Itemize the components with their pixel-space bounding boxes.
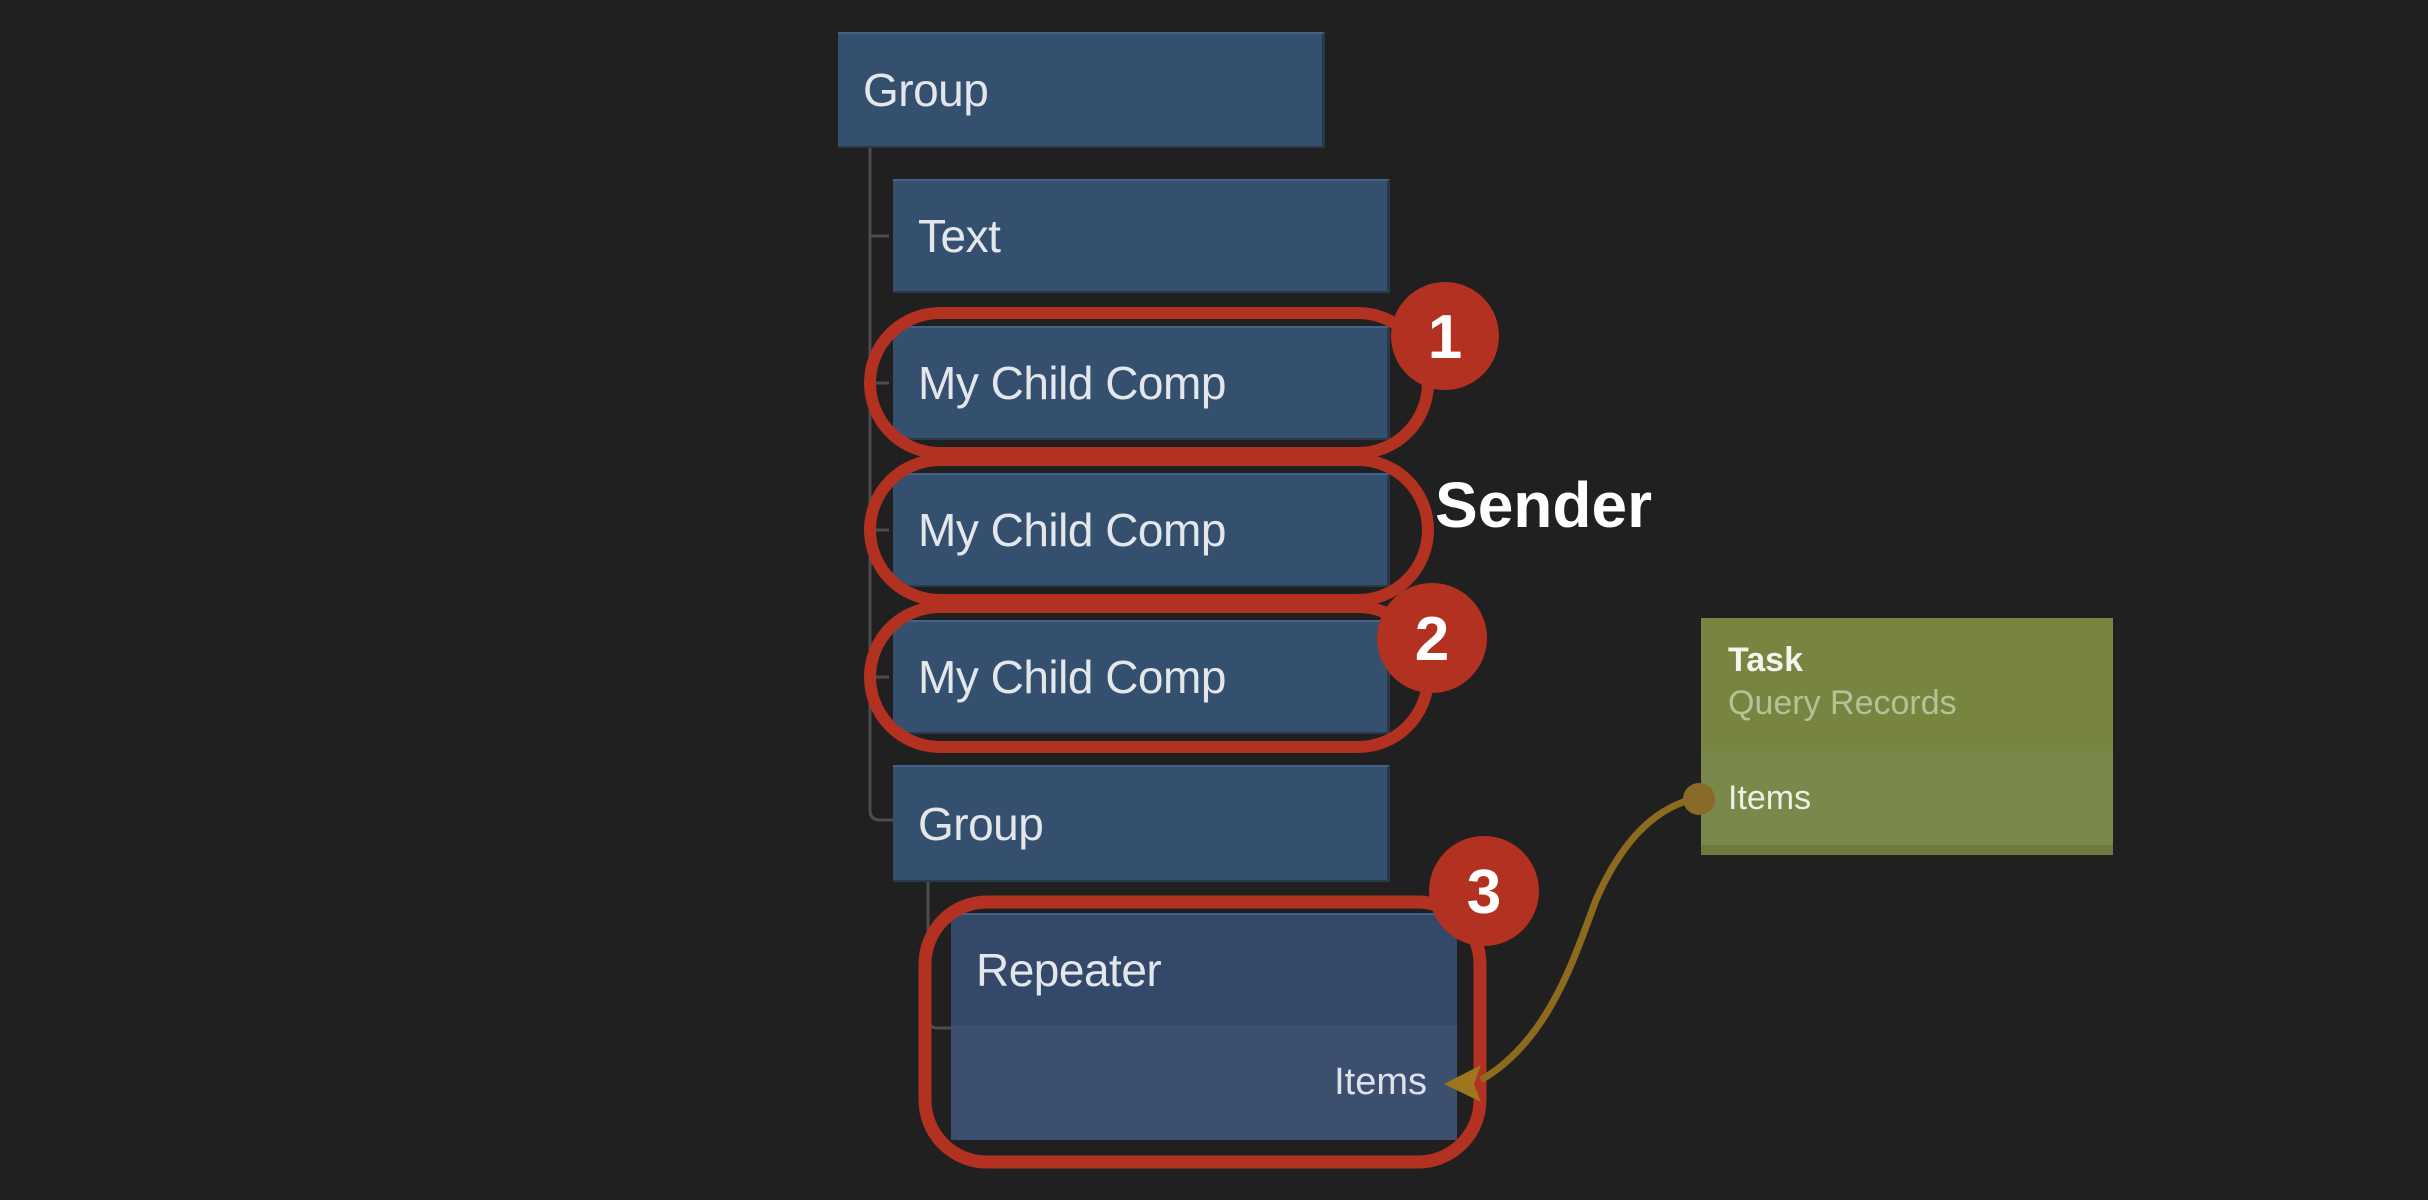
badge-number-2: 2 xyxy=(1415,605,1449,674)
tree-node-my-child-comp-2[interactable]: My Child Comp xyxy=(893,473,1390,587)
tree-node-group-root[interactable]: Group xyxy=(838,32,1325,148)
tree-node-label: Group xyxy=(918,797,1044,850)
flow-arrow-line xyxy=(1479,794,1698,1084)
sender-annotation-label: Sender xyxy=(1435,469,1652,541)
tree-node-group-child[interactable]: Group xyxy=(893,765,1390,882)
tree-node-label: Group xyxy=(863,64,989,116)
tree-connector-repeater xyxy=(926,882,951,1030)
repeater-items-port-label: Items xyxy=(1334,1061,1427,1103)
tree-node-repeater[interactable]: Repeater Items xyxy=(951,913,1457,1140)
badge-number-3: 3 xyxy=(1467,858,1501,927)
tree-node-my-child-comp-1[interactable]: My Child Comp xyxy=(893,326,1390,440)
tree-connector-main xyxy=(868,148,893,822)
tree-node-label: Text xyxy=(918,210,1001,262)
task-title: Task xyxy=(1728,641,1803,679)
task-card-header: Task Query Records xyxy=(1701,618,2113,751)
tree-node-label: My Child Comp xyxy=(918,504,1226,556)
repeater-items-port[interactable]: Items xyxy=(951,1025,1457,1140)
badge-circle-1 xyxy=(1391,282,1499,390)
task-items-port-label: Items xyxy=(1728,778,1812,817)
task-card[interactable]: Task Query Records Items xyxy=(1701,618,2113,855)
tree-node-label: Repeater xyxy=(976,944,1162,996)
tree-node-label: My Child Comp xyxy=(918,357,1226,409)
badge-circle-2 xyxy=(1377,583,1487,693)
task-items-port[interactable]: Items xyxy=(1701,751,2113,845)
tree-node-my-child-comp-3[interactable]: My Child Comp xyxy=(893,620,1390,734)
tree-node-label: My Child Comp xyxy=(918,651,1226,703)
badge-number-1: 1 xyxy=(1428,303,1462,372)
tree-node-text[interactable]: Text xyxy=(893,179,1390,293)
task-subtitle: Query Records xyxy=(1728,684,1957,722)
repeater-header: Repeater xyxy=(951,913,1457,1025)
